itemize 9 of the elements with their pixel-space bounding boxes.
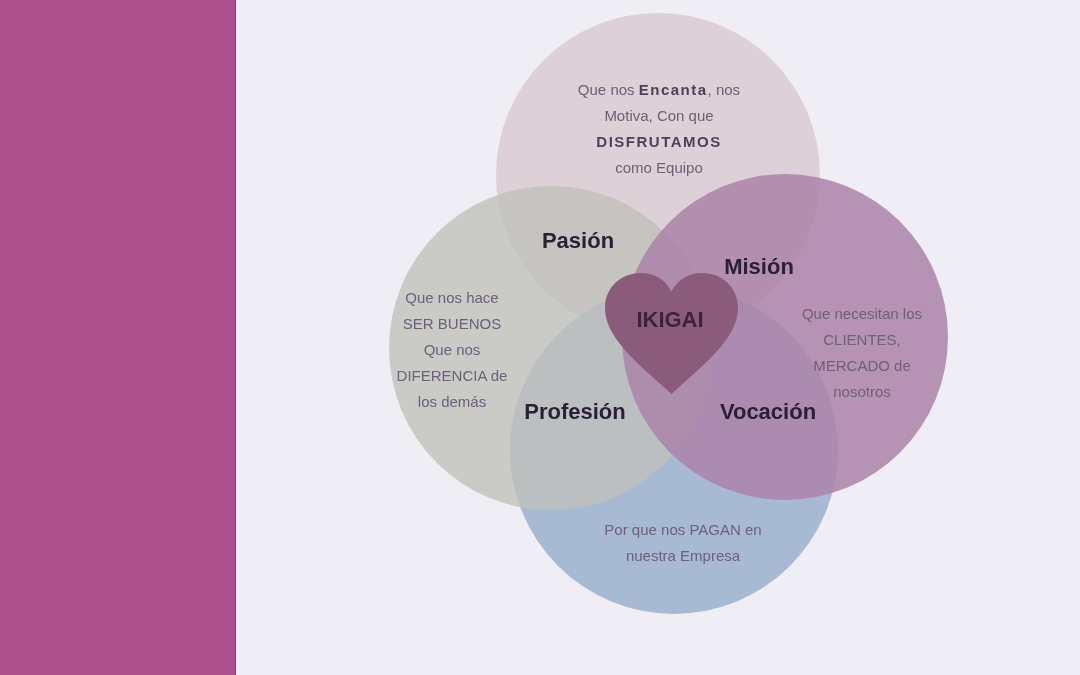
heart-label: IKIGAI (636, 307, 704, 333)
description-text: Por que nos PAGAN en nuestra Empresa (603, 520, 763, 566)
description-text: Que nos hace SER BUENOS Que nos DIFERENCIA de los demás (395, 288, 509, 412)
overlap-label: Misión (724, 254, 794, 280)
overlap-label: Vocación (719, 399, 817, 425)
description-text: Que necesitan los CLIENTES, MERCADO de nosotros (800, 304, 924, 402)
overlap-label: Pasión (541, 228, 615, 254)
overlap-label: Profesión (524, 399, 626, 425)
description-text: Que nos Encanta, nos Motiva, Con que DISFRUTAMOS como Equipo (576, 80, 742, 178)
